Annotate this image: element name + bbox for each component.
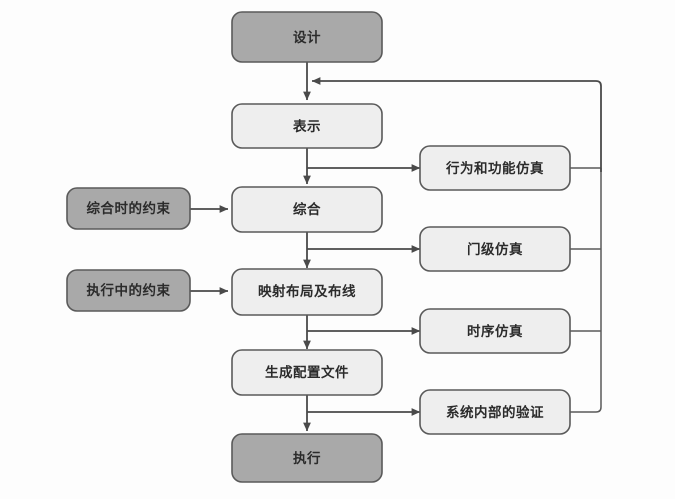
node-design[interactable]: 设计 bbox=[231, 11, 383, 63]
edge-system-verify-to-bus bbox=[570, 168, 602, 413]
node-synth-constraint-label: 综合时的约束 bbox=[87, 200, 171, 217]
node-behavioral-sim[interactable]: 行为和功能仿真 bbox=[419, 145, 571, 191]
node-exec-constraint[interactable]: 执行中的约束 bbox=[66, 269, 191, 312]
node-synthesis-label: 综合 bbox=[293, 201, 321, 218]
node-execute-label: 执行 bbox=[293, 450, 321, 467]
node-timing-sim-label: 时序仿真 bbox=[467, 323, 523, 340]
node-exec-constraint-label: 执行中的约束 bbox=[87, 282, 171, 299]
node-design-shape[interactable] bbox=[231, 11, 383, 63]
node-system-verify-shape[interactable] bbox=[419, 389, 571, 435]
node-timing-sim[interactable]: 时序仿真 bbox=[419, 308, 571, 354]
node-system-verify-label: 系统内部的验证 bbox=[446, 404, 544, 421]
node-description[interactable]: 表示 bbox=[231, 103, 383, 149]
node-synth-constraint-shape[interactable] bbox=[66, 187, 191, 230]
node-behavioral-sim-label: 行为和功能仿真 bbox=[445, 160, 544, 177]
node-gate-sim[interactable]: 门级仿真 bbox=[419, 226, 571, 272]
node-timing-sim-shape[interactable] bbox=[419, 308, 571, 354]
node-exec-constraint-shape[interactable] bbox=[66, 269, 191, 312]
node-bitstream-shape[interactable] bbox=[231, 349, 383, 396]
node-execute[interactable]: 执行 bbox=[231, 433, 383, 483]
edge-feedback-loop bbox=[311, 77, 602, 172]
node-synth-constraint[interactable]: 综合时的约束 bbox=[66, 187, 191, 230]
node-synthesis[interactable]: 综合 bbox=[231, 186, 383, 233]
node-place-route-label: 映射布局及布线 bbox=[258, 283, 356, 300]
node-description-label: 表示 bbox=[293, 118, 321, 135]
node-execute-shape[interactable] bbox=[231, 433, 383, 483]
node-synthesis-shape[interactable] bbox=[231, 186, 383, 233]
node-system-verify[interactable]: 系统内部的验证 bbox=[419, 389, 571, 435]
node-place-route[interactable]: 映射布局及布线 bbox=[231, 268, 383, 316]
node-bitstream-label: 生成配置文件 bbox=[265, 364, 349, 381]
node-place-route-shape[interactable] bbox=[231, 268, 383, 316]
node-gate-sim-label: 门级仿真 bbox=[467, 241, 523, 258]
node-behavioral-sim-shape[interactable] bbox=[419, 145, 571, 191]
node-description-shape[interactable] bbox=[231, 103, 383, 149]
node-gate-sim-shape[interactable] bbox=[419, 226, 571, 272]
edge-layer bbox=[190, 62, 602, 432]
node-bitstream[interactable]: 生成配置文件 bbox=[231, 349, 383, 396]
node-design-label: 设计 bbox=[293, 29, 321, 46]
